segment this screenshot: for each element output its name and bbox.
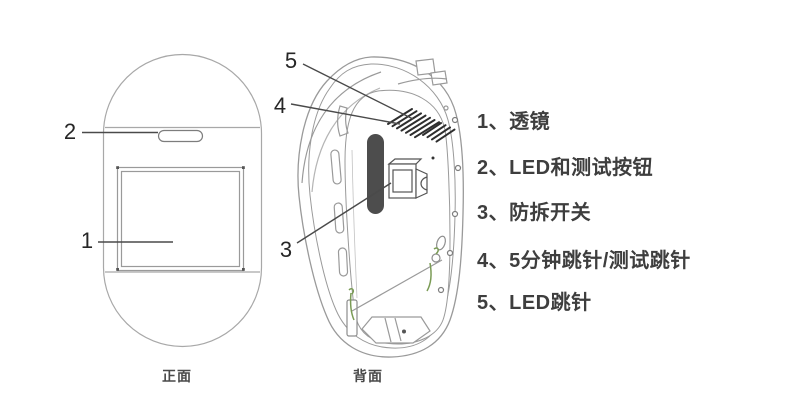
callout-number-5: 5 [284,48,298,73]
led-test-button-shape [157,129,204,143]
screw-holes [437,116,462,294]
front-capsule-outline [102,53,263,348]
legend-item-3: 3、防拆开关 [477,202,592,224]
top-rim-notches [397,58,449,111]
jumper-pins [387,108,456,143]
lens-window [116,166,245,272]
legend-item-4: 4、5分钟跳针/测试跳针 [477,250,691,272]
pcb-dot [431,156,435,160]
legend-item-2: 2、LED和测试按钮 [477,157,654,179]
legend-item-5: 5、LED跳针 [477,292,592,314]
callout-3-leader-line [296,182,392,244]
lens-corner-dots [116,166,245,271]
legend-item-1: 1、透镜 [477,111,551,133]
callout-4-leader-line [290,103,401,125]
callout-5-leader-line [302,63,414,120]
back-dome-fold-arc [301,71,382,184]
back-view-caption: 背面 [353,368,383,384]
back-view-drawing [290,56,464,358]
bottom-diagonal-line [351,259,443,312]
front-view-drawing [82,53,263,348]
back-shell-inner-rim [308,63,456,349]
tamper-switch-shape [387,158,428,199]
callout-number-4: 4 [273,93,287,118]
wires [348,247,439,321]
callout-number-3: 3 [279,237,293,262]
front-view-caption: 正面 [162,368,192,384]
back-plate-left-edge-line [351,149,358,299]
callout-number-2: 2 [63,119,77,144]
callout-number-1: 1 [80,228,94,253]
bottom-bracket [361,316,431,344]
dark-component-bar [367,134,384,214]
